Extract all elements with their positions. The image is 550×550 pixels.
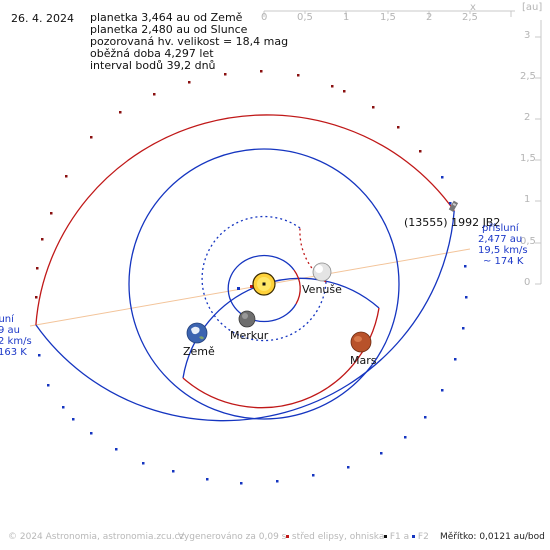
asteroid-marker <box>448 200 459 212</box>
perihelion-temperature: ~ 174 K <box>483 256 524 267</box>
period-text: oběžná doba 4,297 let <box>90 47 214 60</box>
asteroid-position-dots-blue <box>38 176 468 485</box>
mercury-orbit-far-half <box>227 254 297 323</box>
legend-f1-text: F1 a <box>389 532 410 542</box>
asteroid-orbit-far-half <box>35 210 455 422</box>
legend-center-swatch <box>286 535 289 538</box>
mercury-label: Merkur <box>230 329 269 342</box>
venus-label: Venuše <box>302 283 342 296</box>
info-block: planetka 3,464 au od Země planetka 2,480… <box>90 12 288 72</box>
date-label: 26. 4. 2024 <box>11 12 74 25</box>
earth-distance-text: planetka 3,464 au od Země <box>90 11 243 24</box>
y-axis-ticks <box>535 36 541 285</box>
focus-f2-marker <box>237 287 240 290</box>
perihelion-distance: 2,477 au <box>478 234 523 245</box>
scale-text: Měřítko: 0,0121 au/bod <box>440 532 545 542</box>
x-tick-3: 1,5 <box>380 12 396 23</box>
legend-center-text: střed elipsy, ohniska <box>291 532 385 542</box>
earth-label: Země <box>183 345 215 358</box>
x-tick-0: 0 <box>261 12 268 23</box>
mars-planet <box>350 331 372 353</box>
y-tick-1: 2,5 <box>520 71 536 82</box>
x-tick-2: 1 <box>343 12 350 23</box>
venus-planet <box>312 262 332 282</box>
mars-label: Mars <box>350 354 377 367</box>
x-tick-4: 2 <box>426 12 433 23</box>
sun-distance-text: planetka 2,480 au od Slunce <box>90 23 248 36</box>
asteroid-label: (13555) 1992 JB2 <box>404 216 501 229</box>
legend-foci: F1 a F2 <box>384 532 429 542</box>
legend-center: střed elipsy, ohniska <box>286 532 384 542</box>
copyright-text: © 2024 Astronomia, astronomia.zcu.cz <box>8 532 185 542</box>
y-tick-2: 2 <box>524 112 531 123</box>
aphelion-title: odsluní <box>0 314 14 325</box>
y-tick-3: 1,5 <box>520 153 536 164</box>
ellipse-center-marker <box>250 285 253 288</box>
x-tick-5: 2,5 <box>462 12 478 23</box>
aphelion-speed: 2 km/s <box>0 336 32 347</box>
mercury-planet <box>238 310 256 328</box>
venus-orbit-far-half <box>201 215 327 342</box>
legend-f2-text: F2 <box>417 532 429 542</box>
aphelion-temperature: 163 K <box>0 347 27 358</box>
x-axis-label: x <box>470 2 476 13</box>
asteroid-orbit-near-half <box>35 114 455 325</box>
earth-orbit <box>128 148 400 420</box>
sun <box>252 272 276 296</box>
legend-f1-swatch <box>384 535 387 538</box>
x-tick-1: 0,5 <box>297 12 313 23</box>
aphelion-distance: 9 au <box>0 325 21 336</box>
earth-planet <box>186 322 208 344</box>
y-tick-6: 0 <box>524 277 531 288</box>
y-tick-4: 1 <box>524 194 531 205</box>
legend-f2-swatch <box>412 535 416 538</box>
perihelion-title: přísluní <box>482 223 519 234</box>
y-tick-0: 3 <box>524 30 531 41</box>
perihelion-speed: 19,5 km/s <box>478 245 528 256</box>
asteroid-position-dots-red <box>35 70 422 299</box>
interval-text: interval bodů 39,2 dnů <box>90 59 216 72</box>
y-tick-5: 0,5 <box>520 236 536 247</box>
render-time-text: Vygenerováno za 0,09 s <box>178 532 287 542</box>
magnitude-text: pozorovaná hv. velikost = 18,4 mag <box>90 35 289 48</box>
mercury-orbit-near-half <box>293 269 301 305</box>
x-axis-ticks <box>263 11 512 17</box>
unit-label: [au] <box>522 2 543 13</box>
